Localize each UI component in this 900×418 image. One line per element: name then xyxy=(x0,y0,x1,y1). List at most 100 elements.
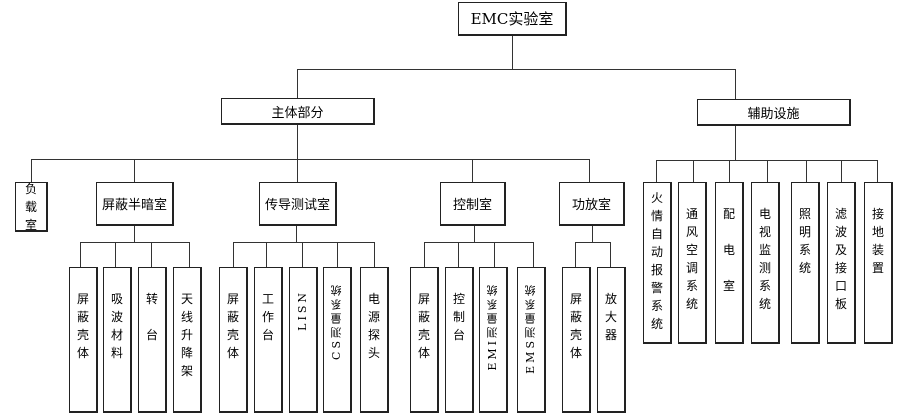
label-char: 波 xyxy=(110,310,123,324)
connector xyxy=(592,225,593,242)
leaf-antenna-mast: 天线升降架 xyxy=(173,267,202,413)
label-char: 统 xyxy=(650,317,663,331)
label-char: 动 xyxy=(650,245,663,259)
label-char: 室 xyxy=(24,217,37,232)
label-char: 台 xyxy=(145,328,158,342)
label-char: 大 xyxy=(604,310,617,324)
label-char: 电 xyxy=(758,207,771,221)
node-label: 接地装置 xyxy=(872,205,884,277)
leaf-power-probe: 电源探头 xyxy=(360,267,389,413)
label-char: 壳 xyxy=(417,328,430,342)
node-main-part: 主体部分 xyxy=(221,98,375,125)
node-label: 控制室 xyxy=(452,198,492,213)
label-char: 控 xyxy=(452,292,465,306)
connector xyxy=(233,242,375,243)
label-char: 降 xyxy=(180,346,193,360)
leaf-workbench: 工作台 xyxy=(254,267,283,413)
label-char: 蔽 xyxy=(226,310,239,324)
label-char: 及 xyxy=(834,243,847,257)
node-control-room: 控制室 xyxy=(440,182,506,226)
label-char: 体 xyxy=(226,346,239,360)
label-char: 体 xyxy=(76,346,89,360)
connector xyxy=(589,159,590,182)
label-char: 置 xyxy=(871,261,884,275)
label-char: 材 xyxy=(110,328,123,342)
connector xyxy=(266,242,267,268)
label-char: 作 xyxy=(261,310,274,324)
label-char: 体 xyxy=(569,346,582,360)
label-char: 放 xyxy=(604,292,617,306)
node-label: 控制台 xyxy=(453,290,465,344)
label-char: 料 xyxy=(110,346,123,360)
label-char: 天 xyxy=(180,292,193,306)
leaf-fire-alarm: 火情自动报警系统 xyxy=(643,182,672,344)
connector xyxy=(31,159,590,160)
connector xyxy=(474,225,475,242)
label-char: 明 xyxy=(798,225,811,239)
label-char: 装 xyxy=(871,243,884,257)
label-char: 警 xyxy=(650,281,663,295)
label-char: 头 xyxy=(367,346,380,360)
label-char: 屏 xyxy=(226,292,239,306)
node-label: 放大器 xyxy=(605,290,617,344)
label-char: 统 xyxy=(685,297,698,311)
label-char: 台 xyxy=(452,328,465,342)
connector xyxy=(767,160,768,182)
label-char: 载 xyxy=(24,199,37,214)
node-label: 屏蔽壳体 xyxy=(227,290,239,362)
label-char: 蔽 xyxy=(569,310,582,324)
node-label: 屏蔽壳体 xyxy=(418,290,430,362)
label-char: 源 xyxy=(367,310,380,324)
node-conducted-test-room: 传导测试室 xyxy=(259,182,337,226)
leaf-absorber: 吸波材料 xyxy=(103,267,132,413)
node-auxiliary: 辅助设施 xyxy=(697,99,851,126)
leaf-cs-system: CS测量系统 xyxy=(323,267,352,413)
label-char: 线 xyxy=(180,310,193,324)
label-char: 滤 xyxy=(834,207,847,221)
label-char: 转 xyxy=(145,292,158,306)
connector xyxy=(424,242,534,243)
node-label: EMS测量系统 xyxy=(524,282,537,374)
connector xyxy=(297,69,298,99)
label-char: 负 xyxy=(24,181,37,196)
label-char: 屏 xyxy=(417,292,430,306)
label-char: 体 xyxy=(417,346,430,360)
label-char: 系 xyxy=(685,279,698,293)
label-char: 测 xyxy=(758,261,771,275)
connector xyxy=(31,159,32,182)
leaf-grounding: 接地装置 xyxy=(864,182,893,344)
connector xyxy=(297,69,736,70)
connector xyxy=(735,124,736,160)
node-label: 负载室 xyxy=(25,180,37,234)
label-char: 器 xyxy=(604,328,617,342)
label-char: 视 xyxy=(758,225,771,239)
node-amplifier-room: 功放室 xyxy=(559,182,625,226)
connector xyxy=(189,242,190,268)
node-label: 电视监测系统 xyxy=(759,205,771,313)
leaf-hvac: 通风空调系统 xyxy=(678,182,707,344)
leaf-power-distribution: 配电室 xyxy=(715,182,744,344)
connector xyxy=(80,242,190,243)
leaf-shield-shell: 屏蔽壳体 xyxy=(219,267,248,413)
connector xyxy=(233,242,234,268)
node-label: 屏蔽半暗室 xyxy=(101,198,167,213)
leaf-lighting: 照明系统 xyxy=(791,182,820,344)
connector xyxy=(134,225,135,242)
label-char: 架 xyxy=(180,364,193,378)
label-char: 室 xyxy=(722,279,735,293)
leaf-console: 控制台 xyxy=(445,267,474,413)
label-char: 系 xyxy=(798,243,811,257)
leaf-ems-system: EMS测量系统 xyxy=(517,267,546,413)
label-char: 升 xyxy=(180,328,193,342)
connector xyxy=(296,225,297,242)
label-char: 蔽 xyxy=(417,310,430,324)
connector xyxy=(512,35,513,70)
connector xyxy=(533,242,534,268)
connector xyxy=(302,242,303,268)
label-char: 壳 xyxy=(76,328,89,342)
label-char: 配 xyxy=(722,207,735,221)
connector xyxy=(424,242,425,268)
connector xyxy=(841,160,842,182)
label-char: 照 xyxy=(798,207,811,221)
connector xyxy=(374,242,375,268)
